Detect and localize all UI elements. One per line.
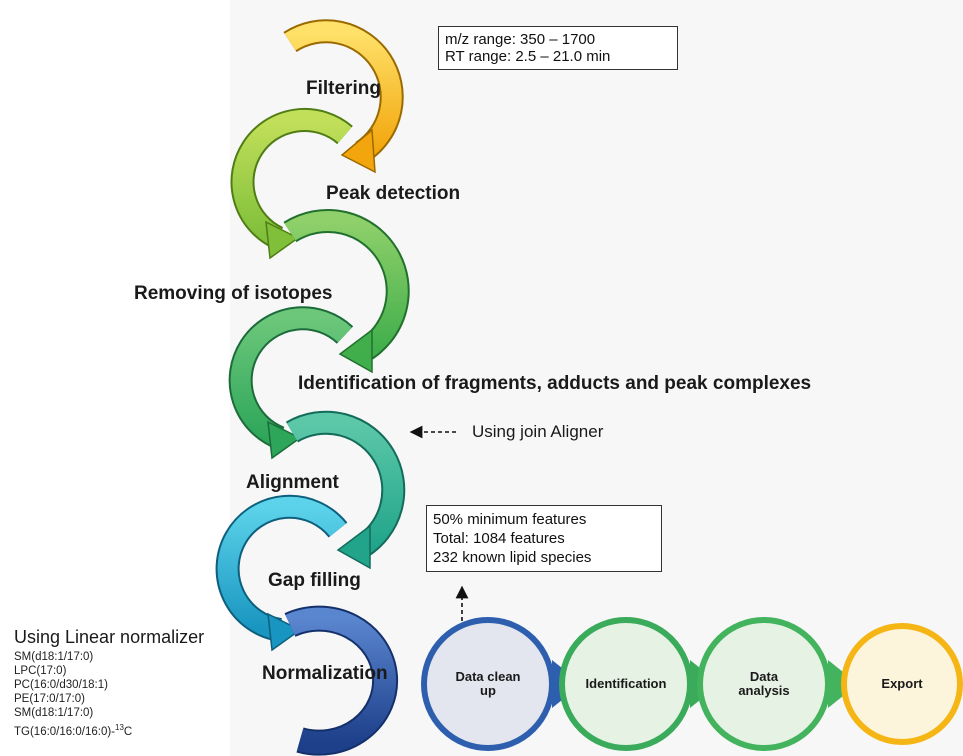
isotope-element: C: [123, 725, 133, 738]
normalizer-title: Using Linear normalizer: [14, 627, 205, 647]
identification-fragments-arc: [228, 306, 354, 460]
standard-item: SM(d18:1/17:0): [14, 651, 94, 663]
feature-summary-box: 50% minimum features Total: 1084 feature…: [426, 505, 662, 572]
isotope-superscript: 13: [115, 723, 124, 732]
gap-filling-arc: [215, 494, 348, 652]
rt-range-text: RT range: 2.5 – 21.0 min: [445, 48, 611, 65]
min-features-text: 50% minimum features: [433, 511, 587, 528]
pipeline-label-export: Export: [881, 676, 923, 691]
pipeline-label-clean-up: Data clean up: [440, 670, 536, 698]
pipeline: [421, 617, 963, 751]
standard-item: LPC(17:0): [14, 665, 67, 677]
peak-detection-arc: [230, 107, 353, 260]
mz-range-text: m/z range: 350 – 1700: [445, 31, 596, 48]
step-alignment-label: Alignment: [246, 472, 339, 493]
removing-isotopes-arc: [283, 208, 410, 374]
alignment-arc: [285, 410, 406, 570]
data-analysis-line2: analysis: [738, 683, 790, 698]
step-filtering-label: Filtering: [306, 78, 381, 99]
step-normalization-label: Normalization: [262, 663, 388, 684]
step-identification-fragments-label: Identification of fragments, adducts and…: [298, 373, 812, 394]
pipeline-stage-export: [841, 623, 963, 745]
standard-item: PE(17:0/17:0): [14, 693, 85, 705]
normalization-arc: [284, 605, 399, 756]
standard-item: PC(16:0/d30/18:1): [14, 679, 108, 691]
standard-item-tg: TG(16:0/16:0/16:0)-13C: [14, 721, 132, 739]
standard-item: SM(d18:1/17:0): [14, 707, 94, 719]
filtering-arc: [283, 19, 404, 174]
pipeline-label-data-analysis: Data analysis: [716, 670, 812, 698]
aligner-note: Using join Aligner: [472, 422, 604, 441]
pipeline-label-identification: Identification: [585, 676, 667, 691]
data-analysis-line1: Data: [749, 669, 779, 684]
step-peak-detection-label: Peak detection: [326, 183, 461, 204]
clean-up-line1: Data clean: [455, 669, 521, 684]
step-removing-isotopes-label: Removing of isotopes: [134, 283, 333, 304]
filter-params-box: m/z range: 350 – 1700 RT range: 2.5 – 21…: [438, 26, 678, 70]
known-lipids-text: 232 known lipid species: [433, 549, 592, 566]
tg-standard-text: TG(16:0/16:0/16:0)-: [14, 725, 115, 738]
step-gap-filling-label: Gap filling: [268, 570, 361, 591]
clean-up-line2: up: [480, 683, 496, 698]
total-features-text: Total: 1084 features: [433, 530, 565, 547]
